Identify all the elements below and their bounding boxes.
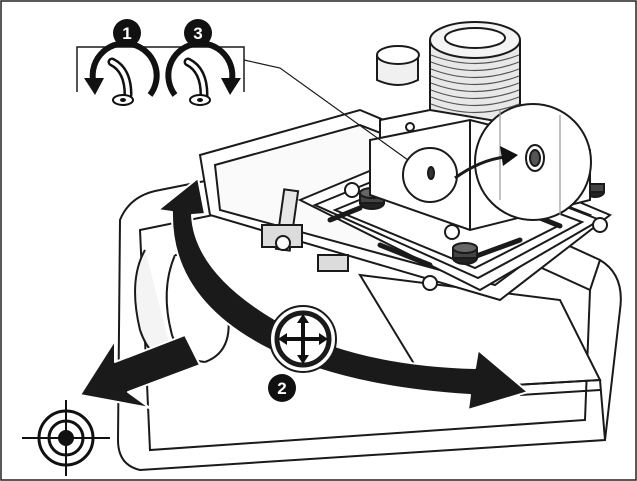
step-number-2: 2 (277, 379, 286, 398)
rotate-counterclockwise-wrench-icon (84, 40, 160, 106)
step-badge-1: 1 (113, 19, 141, 47)
step-bracket (76, 46, 245, 92)
move-crosshair-icon (269, 305, 337, 373)
target-crosshair-icon (22, 400, 110, 476)
step-badge-2: 2 (268, 374, 296, 402)
step-number-3: 3 (193, 24, 202, 43)
step-badge-3: 3 (184, 19, 212, 47)
rotation-arrow (157, 177, 529, 411)
adjustment-screw-callout (243, 59, 592, 221)
step-icons-group: 1 3 (76, 19, 245, 106)
direction-arrow (79, 334, 201, 409)
rotate-clockwise-wrench-icon (165, 40, 241, 106)
step-number-1: 1 (122, 24, 131, 43)
